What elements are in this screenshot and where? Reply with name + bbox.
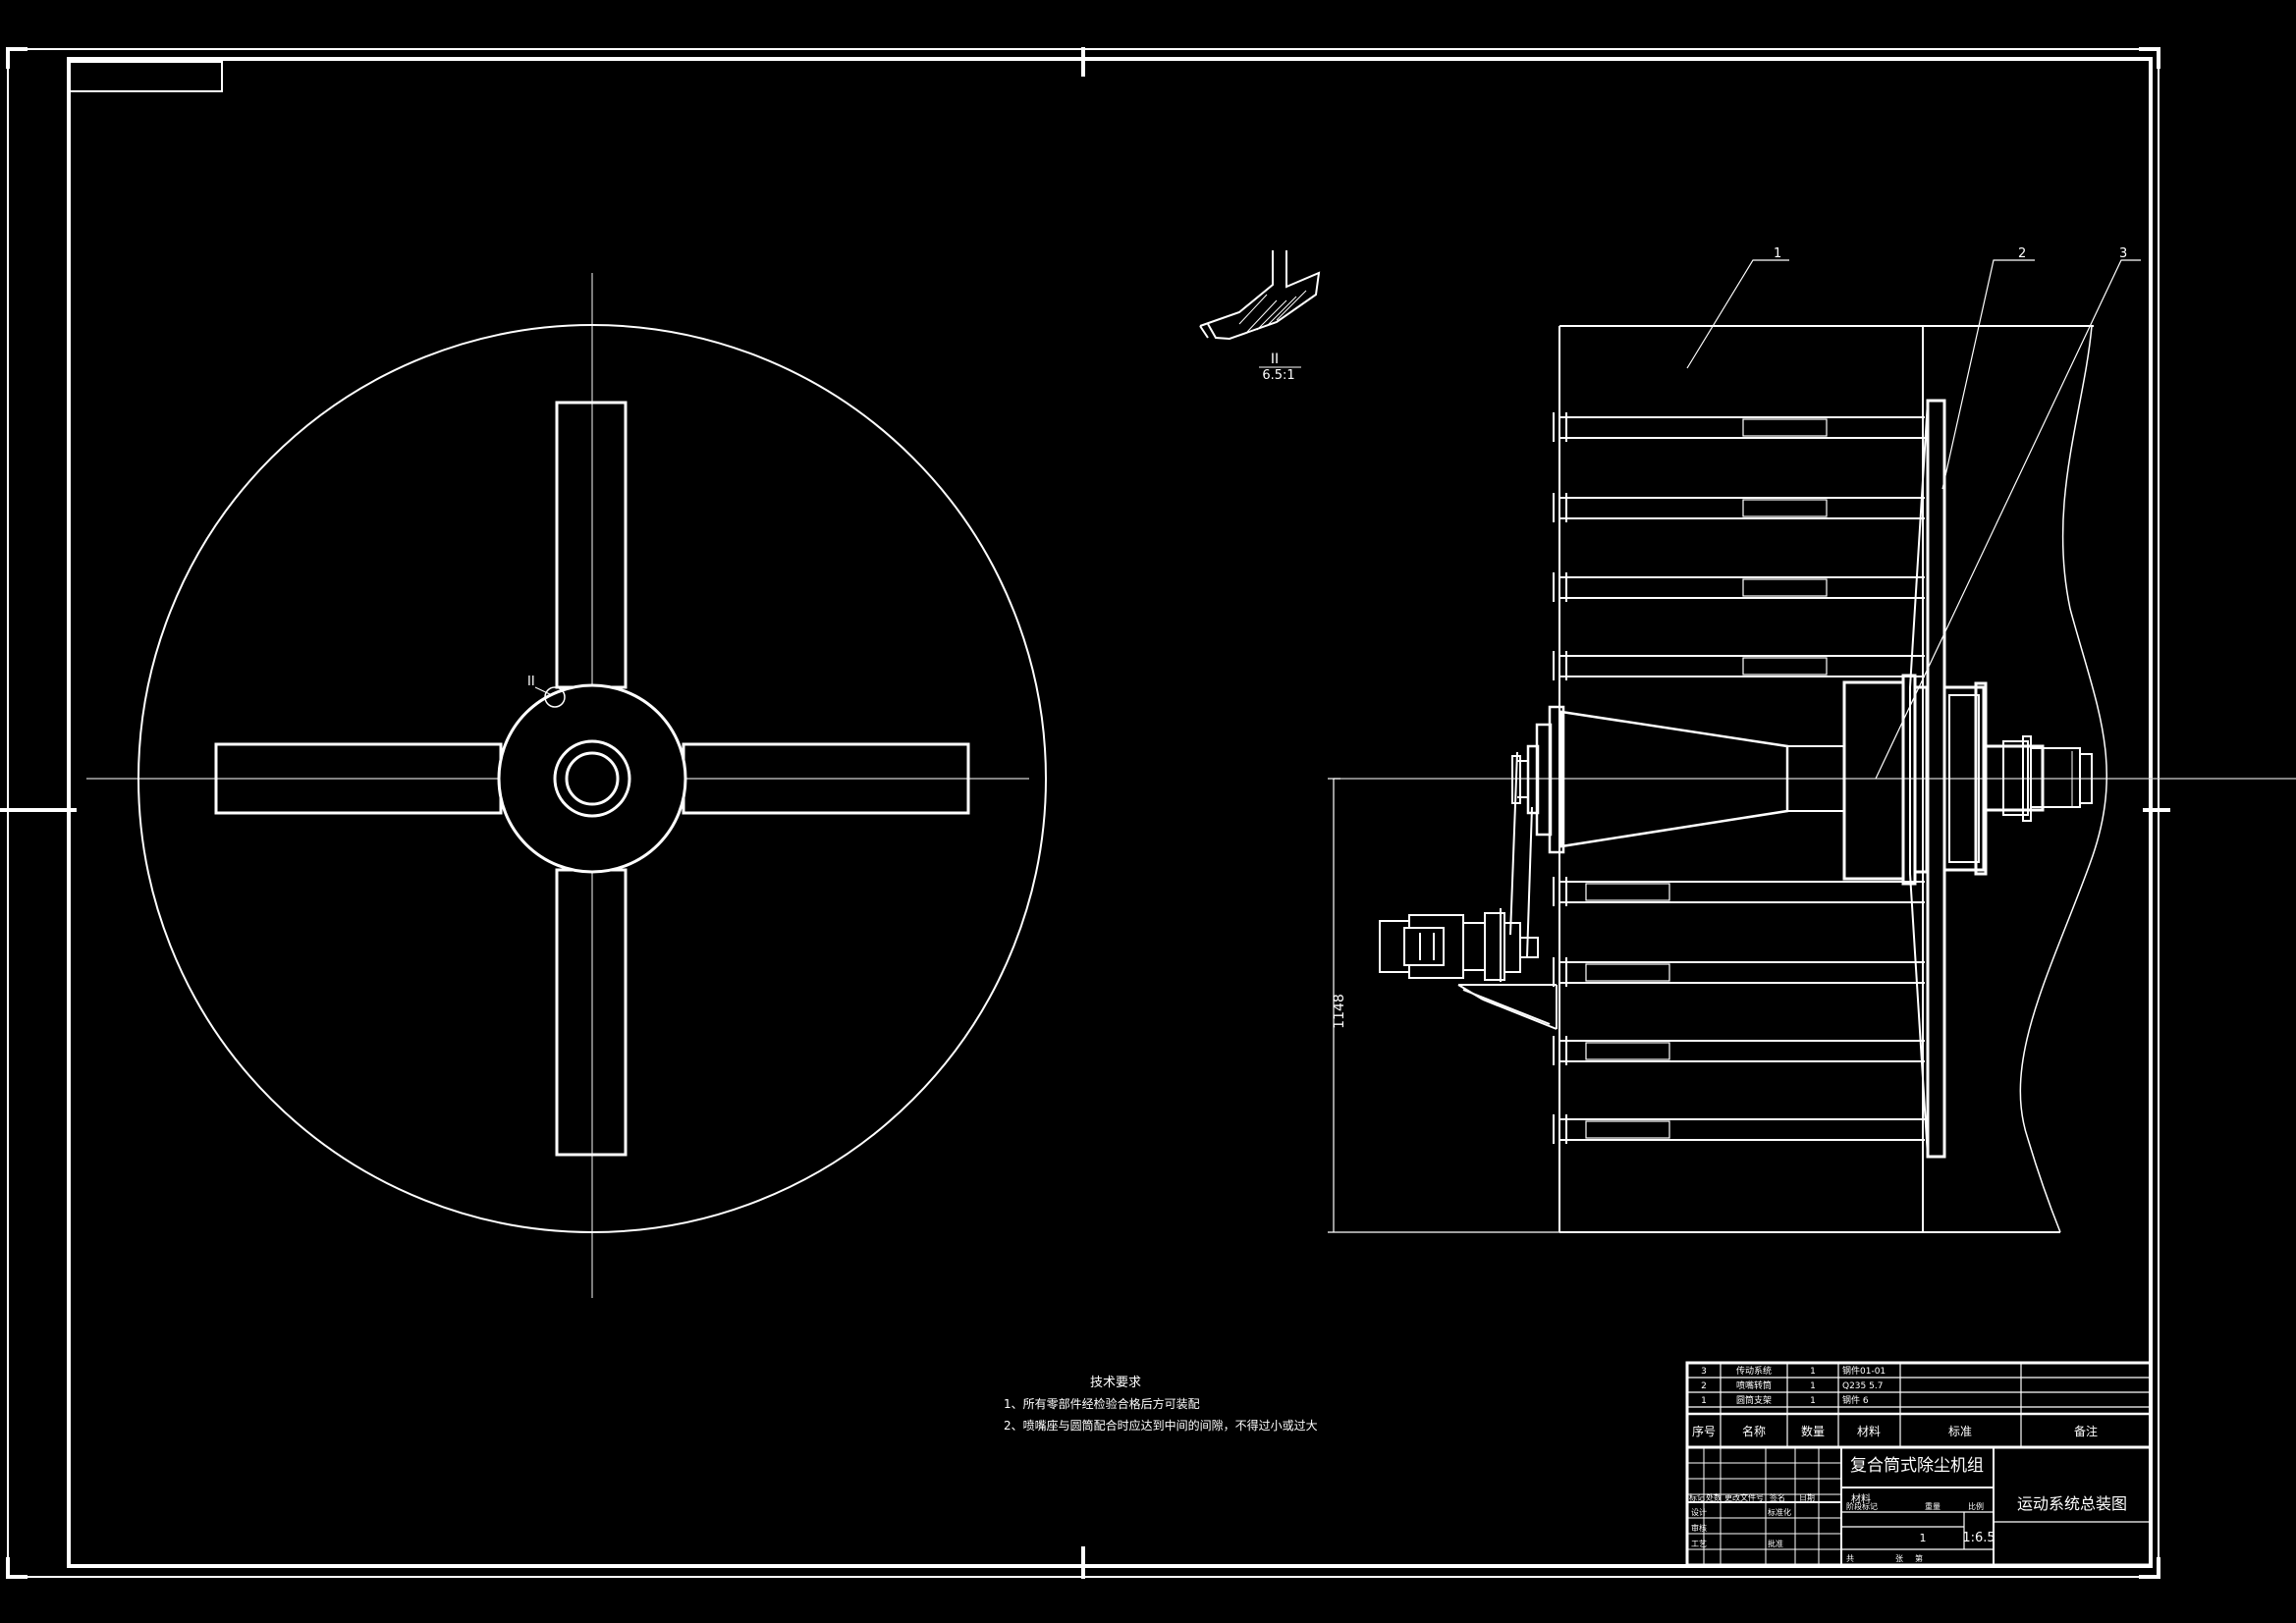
title-count: 1	[1920, 1532, 1927, 1544]
svg-text:钢件01-01: 钢件01-01	[1842, 1365, 1886, 1377]
hub-outer	[497, 683, 687, 874]
svg-text:比例: 比例	[1968, 1501, 1984, 1511]
svg-text:序号: 序号	[1692, 1424, 1716, 1438]
svg-text:标准化: 标准化	[1768, 1507, 1791, 1517]
svg-text:签名: 签名	[1770, 1492, 1785, 1502]
notes-line-2: 2、喷嘴座与圆筒配合时应达到中间的间隙，不得过小或过大	[1004, 1418, 1318, 1433]
svg-text:工艺: 工艺	[1691, 1540, 1707, 1548]
sheet-border	[0, 47, 2170, 1579]
svg-text:1: 1	[1810, 1381, 1816, 1391]
dimension-text: 1148	[1332, 994, 1347, 1029]
notes-line-1: 1、所有零部件经检验合格后方可装配	[1004, 1396, 1200, 1411]
svg-text:重量: 重量	[1925, 1501, 1941, 1511]
inner-frame	[67, 57, 2153, 1568]
detail-marker-circle	[544, 686, 566, 708]
bom-row-2: 2 喷嘴转筒 1 Q235 5.7	[1701, 1380, 1883, 1391]
svg-text:1: 1	[1810, 1396, 1816, 1406]
svg-text:数量: 数量	[1801, 1424, 1825, 1438]
svg-text:钢件 6: 钢件 6	[1842, 1394, 1869, 1406]
svg-text:材料: 材料	[1857, 1425, 1881, 1438]
detail-label-scale: 6.5:1	[1262, 368, 1294, 383]
height-dimension	[1328, 778, 1559, 1233]
bearing-seat	[1948, 694, 1980, 863]
svg-text:标准: 标准	[1948, 1425, 1972, 1438]
callout-2: 2	[2018, 246, 2026, 261]
front-view	[86, 273, 1047, 1298]
svg-text:1: 1	[1810, 1367, 1816, 1377]
svg-text:审核: 审核	[1691, 1523, 1707, 1533]
bom-row-1: 1 圆筒支架 1 钢件 6	[1701, 1394, 1869, 1406]
title-scale: 1:6.5	[1962, 1531, 1995, 1545]
title-block-labels: 标记 处数 更改文件号 签名 日期 设计 标准化 审核 工艺 批准 阶段标记 重…	[1689, 1492, 1984, 1563]
svg-text:第: 第	[1915, 1553, 1923, 1563]
svg-text:阶段标记: 阶段标记	[1846, 1501, 1878, 1511]
callout-3: 3	[2119, 246, 2127, 261]
drive-motor	[1379, 908, 1539, 982]
svg-text:传动系统: 传动系统	[1736, 1365, 1772, 1377]
svg-text:1: 1	[1701, 1396, 1707, 1406]
bom-row-3: 3 传动系统 1 钢件01-01	[1701, 1365, 1886, 1377]
svg-text:更改文件号: 更改文件号	[1724, 1492, 1764, 1502]
belt-lower	[1526, 806, 1533, 958]
svg-text:共: 共	[1846, 1554, 1854, 1563]
svg-text:名称: 名称	[1742, 1424, 1766, 1438]
detail-label-number: II	[1271, 352, 1279, 367]
shaft-sleeve	[1982, 744, 2045, 812]
break-line	[2019, 325, 2107, 1233]
callout-1: 1	[1774, 246, 1781, 261]
upper-tubes	[1553, 412, 1925, 680]
svg-text:张: 张	[1895, 1554, 1903, 1563]
svg-text:2: 2	[1701, 1381, 1707, 1391]
svg-text:日期: 日期	[1799, 1493, 1815, 1502]
side-view	[1328, 259, 2296, 1233]
bom-header: 序号 名称 数量 材料 标准 备注	[1692, 1424, 2098, 1438]
lower-tubes	[1553, 877, 1925, 1144]
hub-bore-outer	[553, 739, 631, 818]
product-name: 复合筒式除尘机组	[1850, 1456, 1984, 1476]
drawing-title: 运动系统总装图	[2017, 1494, 2127, 1513]
motor-bracket	[1457, 984, 1558, 1030]
title-block	[1685, 1445, 2153, 1567]
belt-upper	[1509, 751, 1518, 936]
notes-title: 技术要求	[1090, 1376, 1141, 1390]
leader-lines	[1686, 259, 2141, 780]
detail-marker-label: II	[527, 675, 535, 689]
svg-text:备注: 备注	[2074, 1424, 2098, 1438]
svg-text:圆筒支架: 圆筒支架	[1736, 1394, 1772, 1406]
svg-text:设计: 设计	[1691, 1507, 1707, 1517]
svg-text:处数: 处数	[1706, 1492, 1722, 1502]
title-material-label: 材料	[1851, 1492, 1871, 1505]
hub-bore-inner	[565, 751, 620, 806]
svg-text:标记: 标记	[1689, 1492, 1705, 1502]
drum-outline-circle	[137, 324, 1047, 1233]
detail-view-II	[1199, 250, 1321, 368]
svg-text:批准: 批准	[1768, 1539, 1783, 1548]
svg-text:3: 3	[1701, 1367, 1707, 1377]
rotor-disc	[1926, 399, 1946, 1159]
corner-stamp-box	[68, 61, 223, 92]
svg-text:Q235 5.7: Q235 5.7	[1842, 1381, 1883, 1391]
svg-text:喷嘴转筒: 喷嘴转筒	[1736, 1380, 1772, 1391]
